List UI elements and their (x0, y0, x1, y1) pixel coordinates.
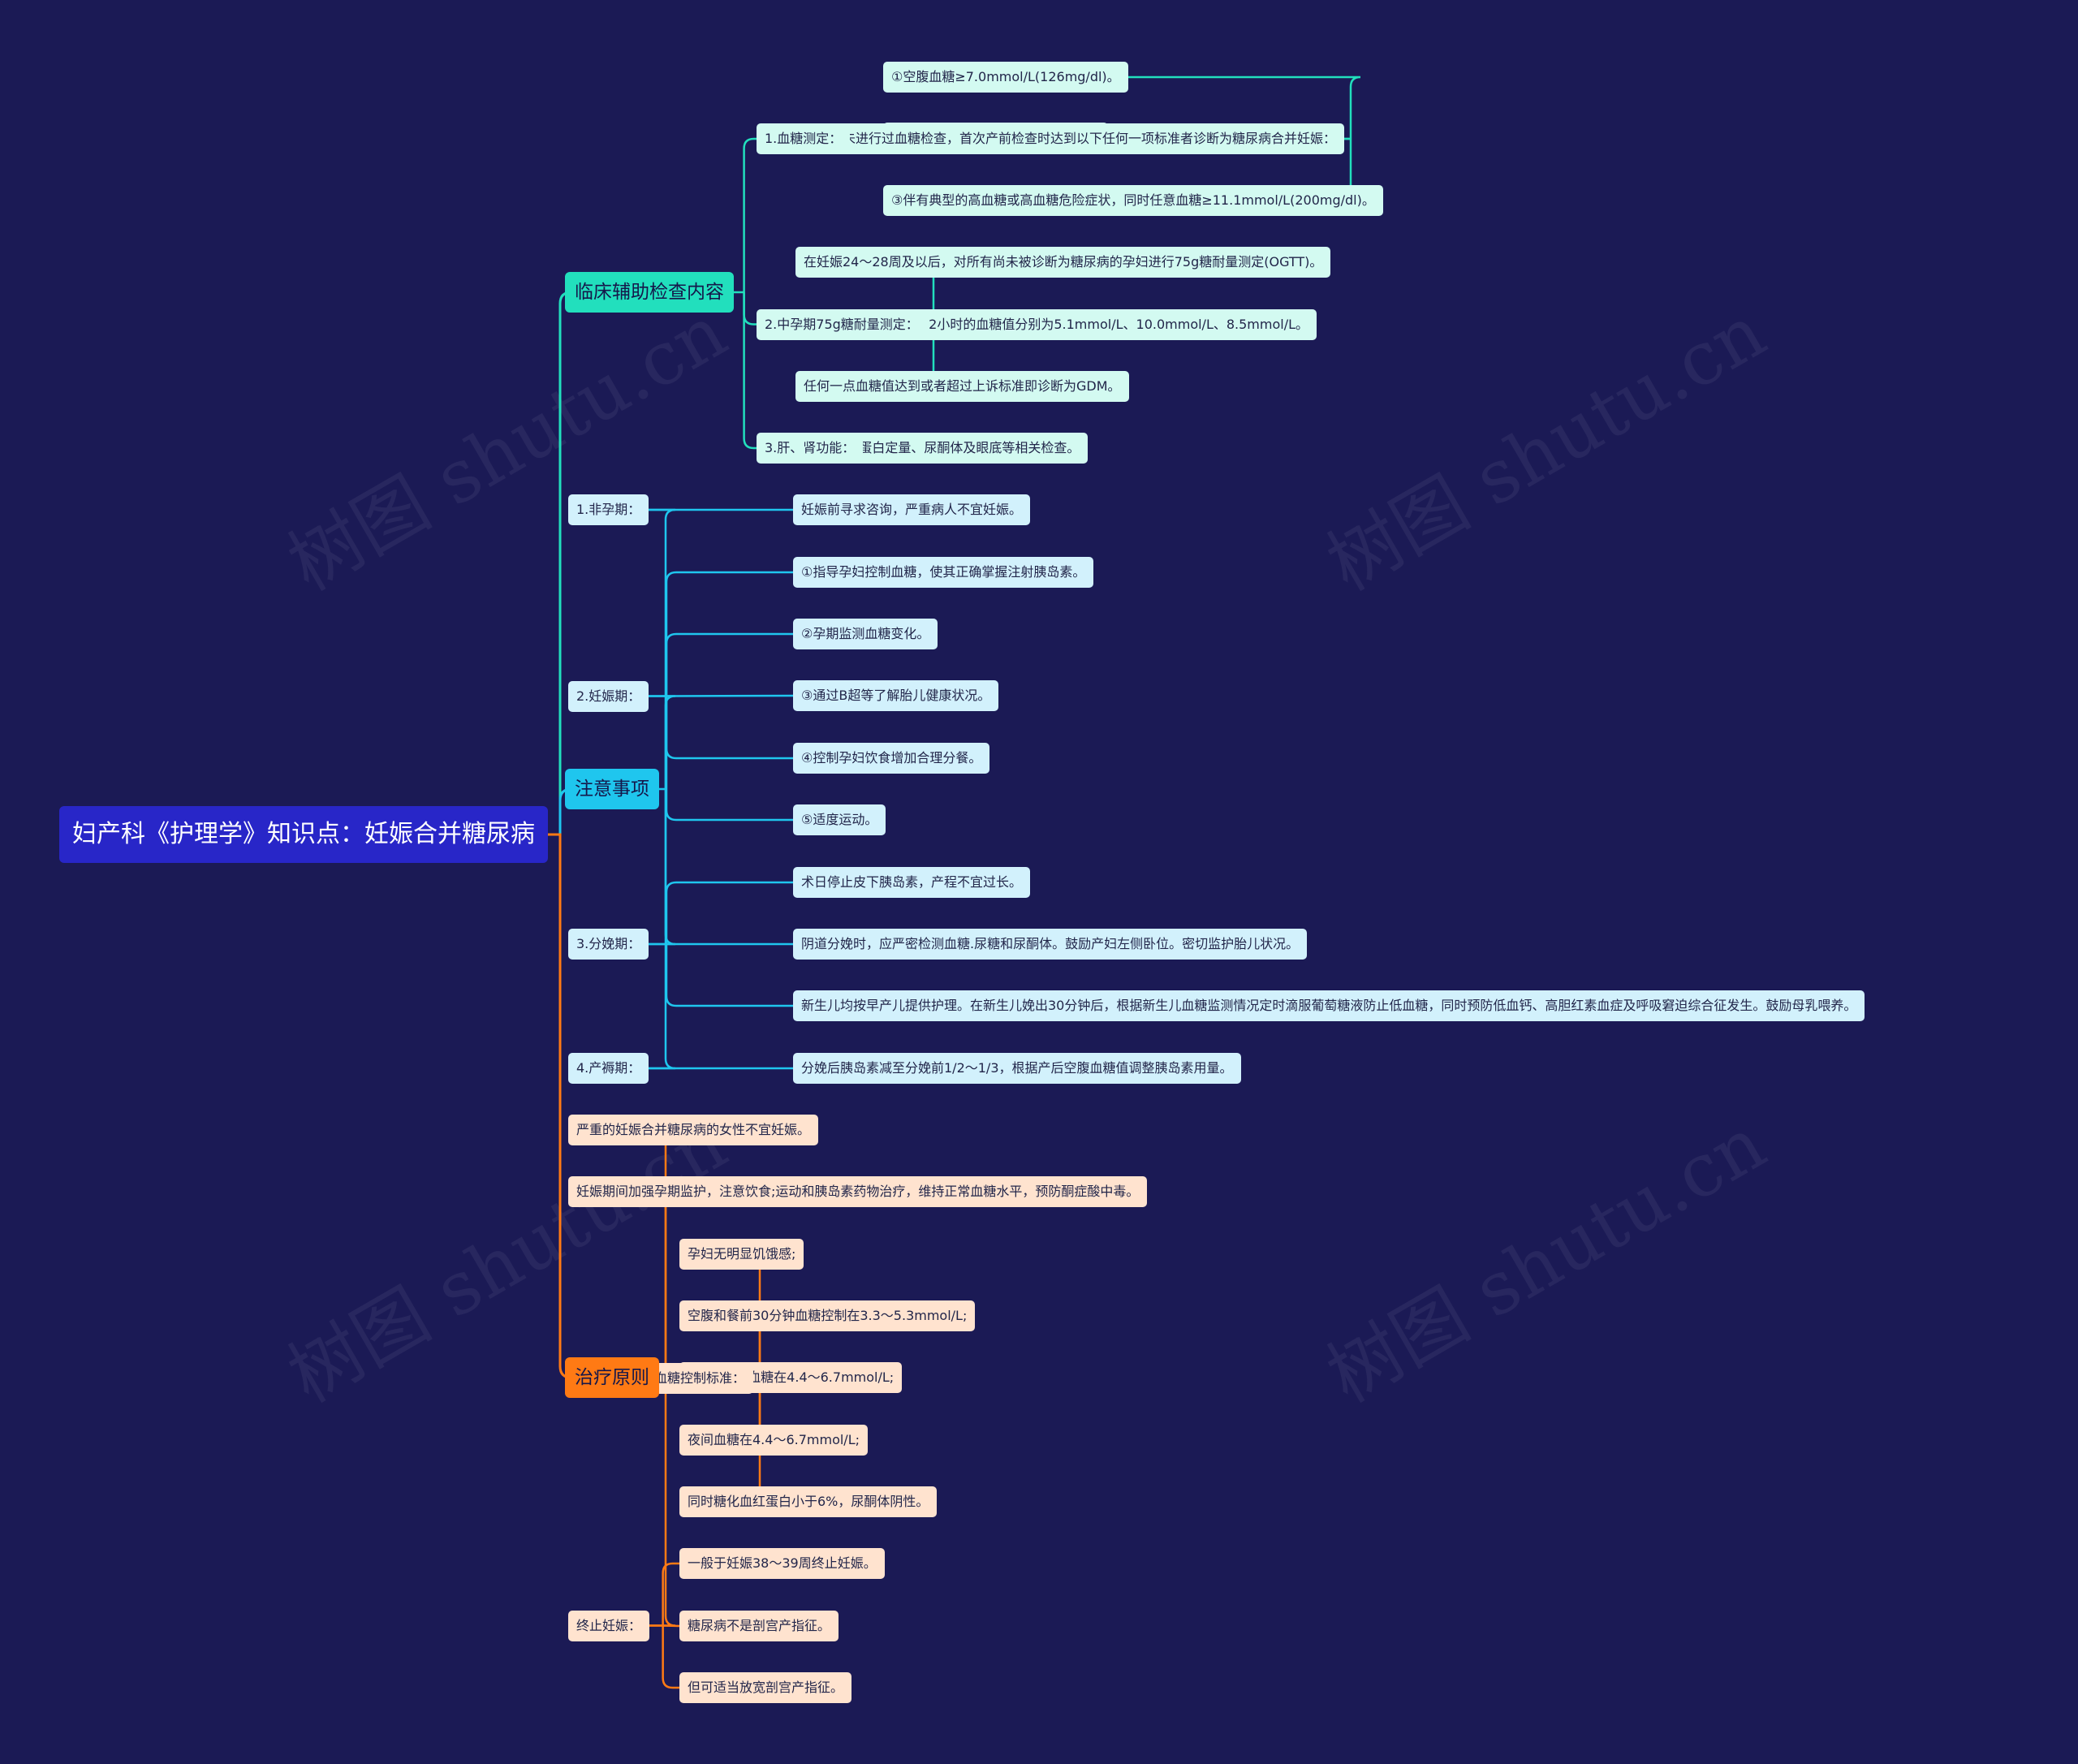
leaf-node[interactable]: 空腹和餐前30分钟血糖控制在3.3～5.3mmol/L; (679, 1300, 976, 1331)
leaf-node[interactable]: 孕妇无明显饥饿感; (679, 1239, 804, 1270)
topic-node[interactable]: 2.妊娠期： (568, 680, 649, 712)
leaf-node[interactable]: 分娩后胰岛素减至分娩前1/2～1/3，根据产后空腹血糖值调整胰岛素用量。 (793, 1053, 1241, 1084)
branch-cyan[interactable]: 注意事项 (565, 769, 659, 809)
leaf-node[interactable]: 同时糖化血红蛋白小于6%，尿酮体阴性。 (679, 1486, 938, 1517)
branch-teal[interactable]: 临床辅助检查内容 (565, 272, 734, 313)
leaf-node[interactable]: 妊娠前寻求咨询，严重病人不宜妊娠。 (793, 494, 1031, 525)
root-connector (548, 291, 572, 836)
leaf-node[interactable]: ④控制孕妇饮食增加合理分餐。 (793, 743, 990, 774)
topic-node[interactable]: 3.肝、肾功能： (757, 433, 864, 464)
topic-node[interactable]: 终止妊娠： (568, 1610, 650, 1641)
leaf-node[interactable]: 阴道分娩时，应严密检测血糖.尿糖和尿酮体。鼓励产妇左侧卧位。密切监护胎儿状况。 (793, 929, 1308, 960)
leaf-node[interactable]: 新生儿均按早产儿提供护理。在新生儿娩出30分钟后，根据新生儿血糖监测情况定时滴服… (793, 990, 1865, 1021)
leaf-node[interactable]: 一般于妊娠38～39周终止妊娠。 (679, 1548, 885, 1579)
leaf-node[interactable]: 妊娠期间加强孕期监护，注意饮食;运动和胰岛素药物治疗，维持正常血糖水平，预防酮症… (568, 1176, 1148, 1207)
leaf-node[interactable]: 任何一点血糖值达到或者超过上诉标准即诊断为GDM。 (795, 371, 1129, 402)
branch-connector (734, 137, 757, 450)
topic-node[interactable]: 4.产褥期： (568, 1053, 649, 1084)
branch-orange[interactable]: 治疗原则 (565, 1357, 659, 1398)
topic-node[interactable]: 1.非孕期： (568, 494, 649, 525)
leaf-node[interactable]: ①空腹血糖≥7.0mmol/L(126mg/dl)。 (883, 62, 1128, 93)
topic-node[interactable]: 妊娠前未进行过血糖检查，首次产前检查时达到以下任何一项标准者诊断为糖尿病合并妊娠… (795, 123, 1345, 154)
leaf-node[interactable]: 严重的妊娠合并糖尿病的女性不宜妊娠。 (568, 1115, 819, 1145)
leaf-node[interactable]: 糖尿病不是剖宫产指征。 (679, 1611, 839, 1641)
leaf-node[interactable]: 但可适当放宽剖宫产指征。 (679, 1672, 852, 1703)
root-connector (548, 833, 572, 1379)
leaf-node[interactable]: ①指导孕妇控制血糖，使其正确掌握注射胰岛素。 (793, 557, 1094, 588)
leaf-node[interactable]: 术日停止皮下胰岛素，产程不宜过长。 (793, 867, 1031, 898)
root-topic[interactable]: 妇产科《护理学》知识点：妊娠合并糖尿病 (59, 806, 548, 863)
leaf-node[interactable]: ②孕期监测血糖变化。 (793, 619, 938, 649)
topic-node[interactable]: 1.血糖测定： (757, 123, 851, 154)
leaf-node[interactable]: ③伴有典型的高血糖或高血糖危险症状，同时任意血糖≥11.1mmol/L(200m… (883, 185, 1383, 216)
branch-connector (568, 508, 676, 1070)
topic-node[interactable]: 3.分娩期： (568, 929, 649, 960)
topic-node[interactable]: 2.中孕期75g糖耐量测定： (757, 308, 927, 340)
leaf-node[interactable]: ③通过B超等了解胎儿健康状况。 (793, 680, 999, 711)
leaf-node[interactable]: 在妊娠24～28周及以后，对所有尚未被诊断为糖尿病的孕妇进行75g糖耐量测定(O… (795, 247, 1331, 278)
leaf-node[interactable]: 夜间血糖在4.4～6.7mmol/L; (679, 1425, 868, 1456)
leaf-node[interactable]: ⑤适度运动。 (793, 804, 886, 835)
